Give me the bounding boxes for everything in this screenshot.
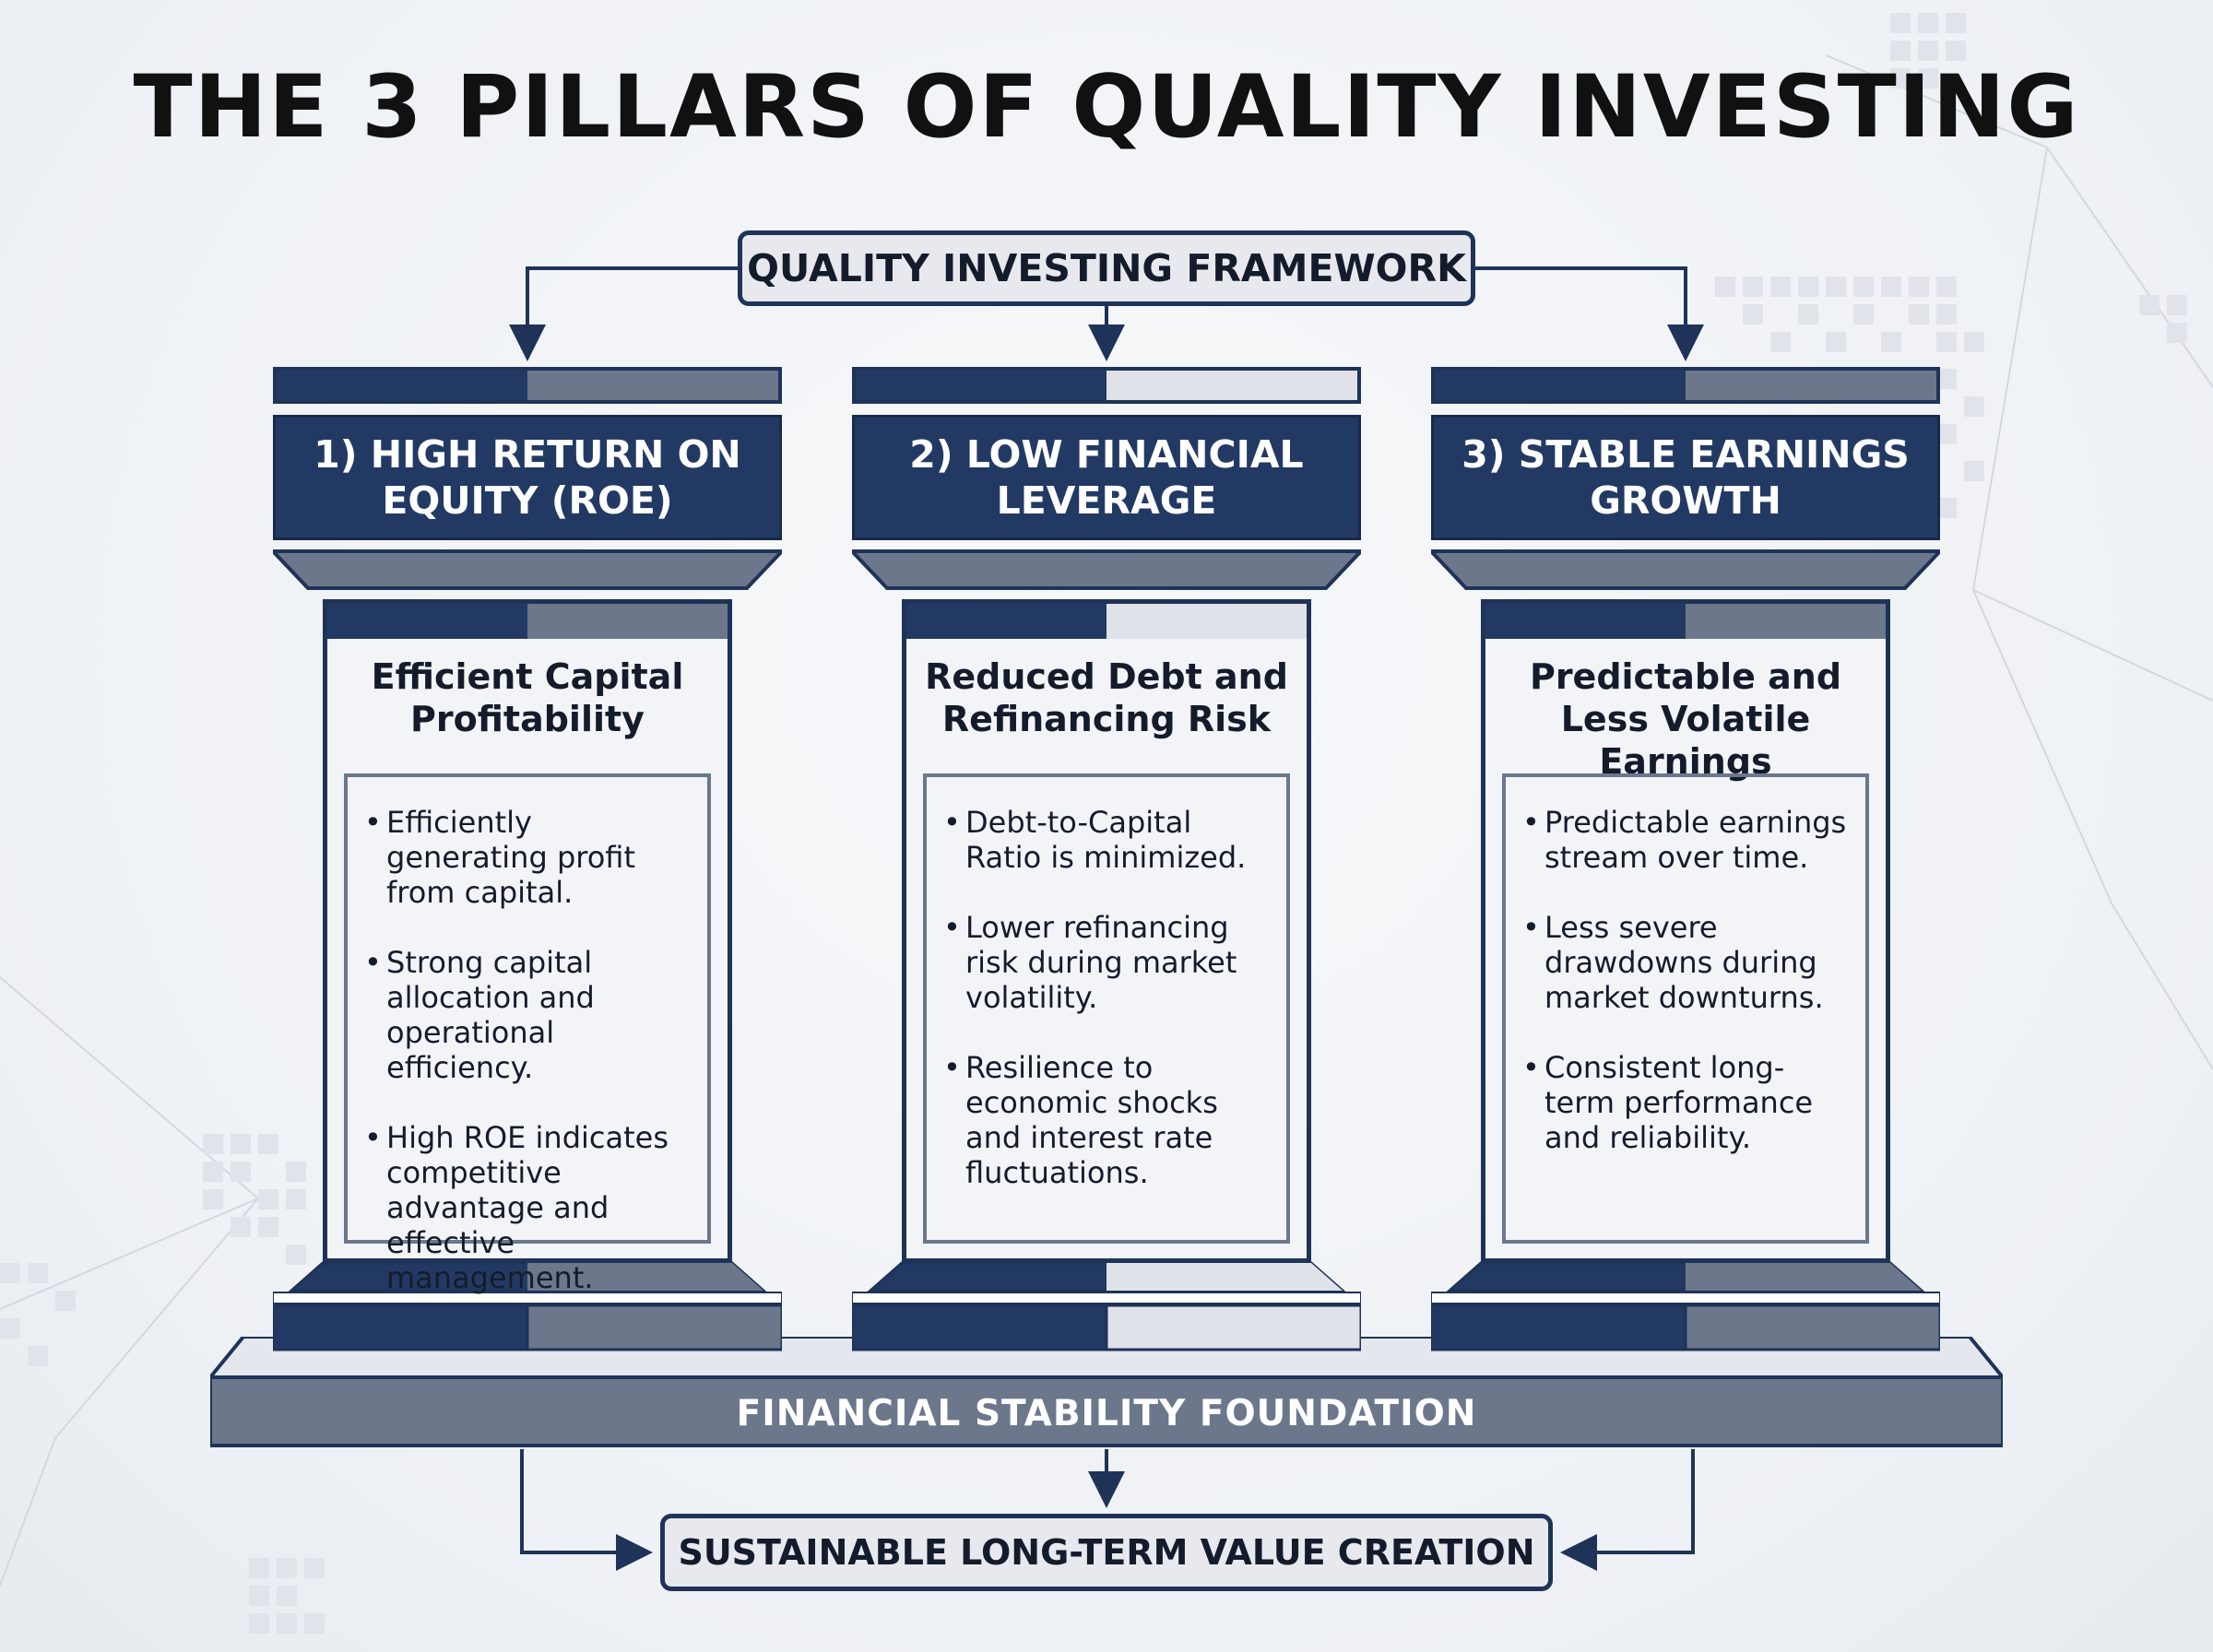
pillar-cap-band: [273, 367, 782, 404]
pillar-shaft: Reduced Debt and Refinancing Risk Debt-t…: [902, 599, 1311, 1263]
list-item: High ROE indicates competitive advantage…: [364, 1120, 694, 1295]
arrow-to-pillar-1: [509, 266, 738, 361]
pillar-structure: [852, 549, 1361, 1351]
pillar-heading: 3) STABLE EARNINGS GROWTH: [1431, 415, 1940, 540]
pillar-cap-band: [852, 367, 1361, 404]
pillar-shaft: Predictable and Less Volatile Earnings P…: [1481, 599, 1890, 1263]
pillar-subtitle: Predictable and Less Volatile Earnings: [1529, 656, 1842, 782]
bullet-list: Efficiently generating profit from capit…: [344, 773, 711, 1295]
shaft-band: [327, 604, 728, 639]
shaft-band: [906, 604, 1307, 639]
bullet-list: Predictable earnings stream over time. L…: [1502, 773, 1869, 1244]
framework-box: QUALITY INVESTING FRAMEWORK: [738, 230, 1475, 306]
list-item: Efficiently generating profit from capit…: [364, 805, 694, 910]
arrow-foundation-right: [1560, 1449, 1695, 1571]
arrow-foundation-left: [520, 1449, 653, 1571]
list-item: Lower refinancing risk during market vol…: [943, 910, 1273, 1015]
pillar-leverage: 2) LOW FINANCIAL LEVERAGE Reduced Debt a…: [852, 367, 1361, 1363]
pillar-cap-band: [1431, 367, 1940, 404]
list-item: Resilience to economic shocks and intere…: [943, 1050, 1273, 1190]
bullet-list: Debt-to-Capital Ratio is minimized. Lowe…: [923, 773, 1290, 1244]
pillar-heading: 2) LOW FINANCIAL LEVERAGE: [852, 415, 1361, 540]
pillar-earnings: 3) STABLE EARNINGS GROWTH Predictable an…: [1431, 367, 1940, 1363]
page-title: THE 3 PILLARS OF QUALITY INVESTING: [133, 57, 2080, 158]
pillar-structure: [1431, 549, 1940, 1351]
list-item: Predictable earnings stream over time.: [1522, 805, 1852, 875]
list-item: Consistent long-term performance and rel…: [1522, 1050, 1852, 1155]
shaft-band: [1485, 604, 1886, 639]
pillar-heading: 1) HIGH RETURN ON EQUITY (ROE): [273, 415, 782, 540]
list-item: Less severe drawdowns during market down…: [1522, 910, 1852, 1015]
pillar-shaft: Efficient Capital Profitability Efficien…: [323, 599, 732, 1295]
foundation-label: FINANCIAL STABILITY FOUNDATION: [736, 1392, 1477, 1434]
pillar-subtitle: Reduced Debt and Refinancing Risk: [925, 656, 1288, 739]
outcome-box: SUSTAINABLE LONG-TERM VALUE CREATION: [660, 1514, 1553, 1591]
pillar-roe: 1) HIGH RETURN ON EQUITY (ROE) Efficient…: [273, 367, 782, 1363]
list-item: Strong capital allocation and operationa…: [364, 945, 694, 1085]
arrow-to-pillar-3: [1475, 266, 1704, 361]
pillar-subtitle: Efficient Capital Profitability: [371, 656, 684, 739]
list-item: Debt-to-Capital Ratio is minimized.: [943, 805, 1273, 875]
